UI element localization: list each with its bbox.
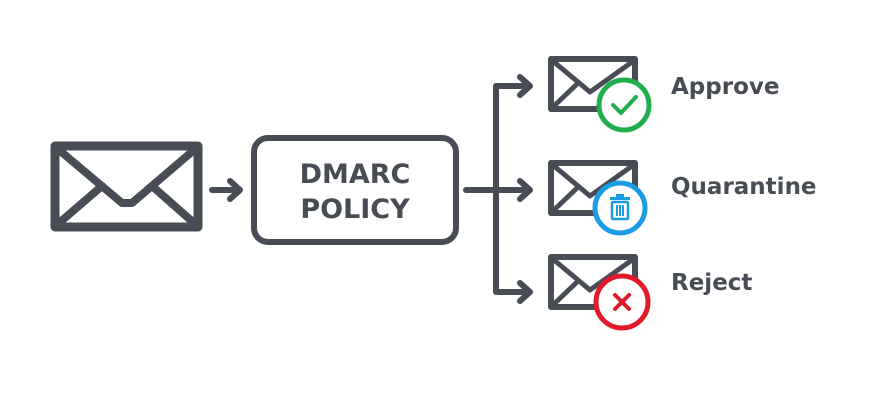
outcome-label: Reject [671, 270, 752, 296]
policy-line-1: DMARC [300, 159, 411, 190]
policy-line-2: POLICY [300, 194, 410, 225]
outcome-label: Approve [671, 74, 779, 100]
branch-connector [463, 74, 533, 304]
dmarc-policy-box: DMARC POLICY [251, 135, 459, 245]
trash-icon [592, 180, 648, 236]
incoming-email-icon [50, 141, 203, 232]
outcome-reject: Reject [548, 254, 752, 331]
check-icon [596, 77, 652, 133]
outcome-quarantine: Quarantine [548, 160, 817, 236]
x-icon [593, 273, 651, 331]
outcome-approve: Approve [548, 56, 779, 133]
arrow-to-policy [209, 178, 243, 202]
outcome-label: Quarantine [671, 174, 817, 200]
